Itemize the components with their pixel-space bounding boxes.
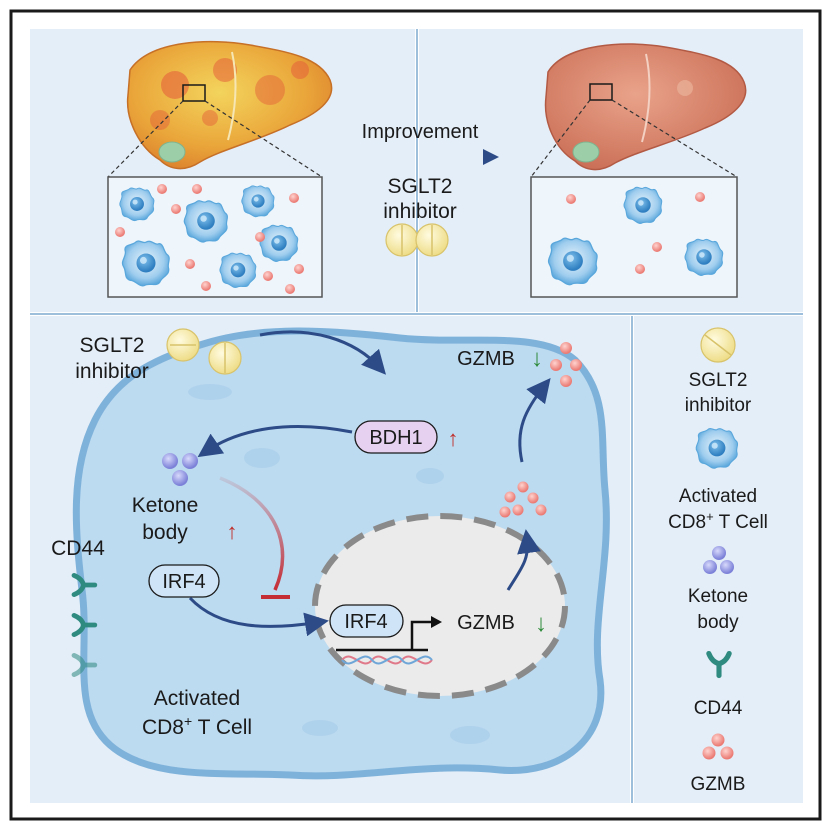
gzmb-gene-label: GZMB xyxy=(457,612,515,634)
gzmb-out-label: GZMB xyxy=(457,348,515,370)
legend-gzmb-icon xyxy=(702,733,734,760)
dna-helix xyxy=(341,655,433,665)
gzmb-granules-out xyxy=(550,342,582,387)
healthy-liver xyxy=(544,43,747,171)
legend-gzmb-label: GZMB xyxy=(691,774,746,795)
irf4-cytoplasm: IRF4 xyxy=(148,564,220,598)
mechanism-panel: SGLT2 inhibitor BDH1 ↑ Ketone body ↑ xyxy=(30,313,803,803)
irf4-translocation-arrow xyxy=(188,596,329,637)
tissue-box-before xyxy=(107,176,323,298)
top-panel: Improvement SGLT2 inhibitor xyxy=(30,29,803,312)
ketone-up-arrow: ↑ xyxy=(227,519,238,544)
bdh1-to-ketone-arrow xyxy=(197,424,353,458)
promoter-arrow xyxy=(336,620,433,652)
legend-tcell-line2: CD8+ T Cell xyxy=(668,509,768,533)
ketone-body-cluster xyxy=(162,453,198,486)
gzmb-secretion-arrow xyxy=(518,377,551,463)
gzmb-export-arrow xyxy=(506,529,541,591)
ketone-line1: Ketone xyxy=(132,494,199,517)
ketone-inhibits-irf4 xyxy=(219,476,285,591)
cell-drug-line2: inhibitor xyxy=(75,360,149,383)
bdh1-up-arrow: ↑ xyxy=(448,426,459,451)
ketone-line2: body xyxy=(142,521,188,544)
irf4-nucleus-label: IRF4 xyxy=(344,611,387,633)
legend-ketone-icon xyxy=(703,546,734,574)
bdh1-badge: BDH1 xyxy=(354,420,438,454)
legend-ketone-line1: Ketone xyxy=(688,586,748,607)
cell-label-line1: Activated xyxy=(154,687,240,710)
fatty-liver xyxy=(126,40,333,170)
legend-tcell-icon xyxy=(695,427,739,469)
gzmb-out-down-arrow: ↓ xyxy=(531,345,543,372)
tissue-box-after xyxy=(530,176,738,298)
cd44-label: CD44 xyxy=(51,537,105,560)
top-drug-line1: SGLT2 xyxy=(388,175,453,198)
gzmb-granules-cell xyxy=(499,481,547,518)
legend-tcell-line1: Activated xyxy=(679,486,757,507)
zoom-box xyxy=(182,84,206,102)
legend-cd44-label: CD44 xyxy=(694,698,743,719)
legend-drug-line2: inhibitor xyxy=(685,395,752,416)
legend-ketone-line2: body xyxy=(697,612,739,633)
top-pills-icon xyxy=(385,223,449,257)
cell-drug-line1: SGLT2 xyxy=(80,334,145,357)
improvement-label: Improvement xyxy=(362,121,479,143)
bdh1-label: BDH1 xyxy=(369,427,422,449)
drug-to-bdh1-arrow xyxy=(259,330,386,375)
legend-panel: SGLT2 inhibitor Activated CD8+ T Cell Ke… xyxy=(631,316,803,803)
top-drug-line2: inhibitor xyxy=(383,200,457,223)
irf4-nucleus: IRF4 xyxy=(329,604,404,638)
gzmb-gene-down-arrow: ↓ xyxy=(535,610,547,637)
legend-drug-line1: SGLT2 xyxy=(689,370,748,391)
irf4-cyto-label: IRF4 xyxy=(162,571,205,593)
cell-pills-icon xyxy=(166,328,242,375)
zoom-box-healthy xyxy=(589,83,613,101)
legend-pill-icon xyxy=(700,327,736,363)
cell-label-line2: CD8+ T Cell xyxy=(142,713,252,739)
